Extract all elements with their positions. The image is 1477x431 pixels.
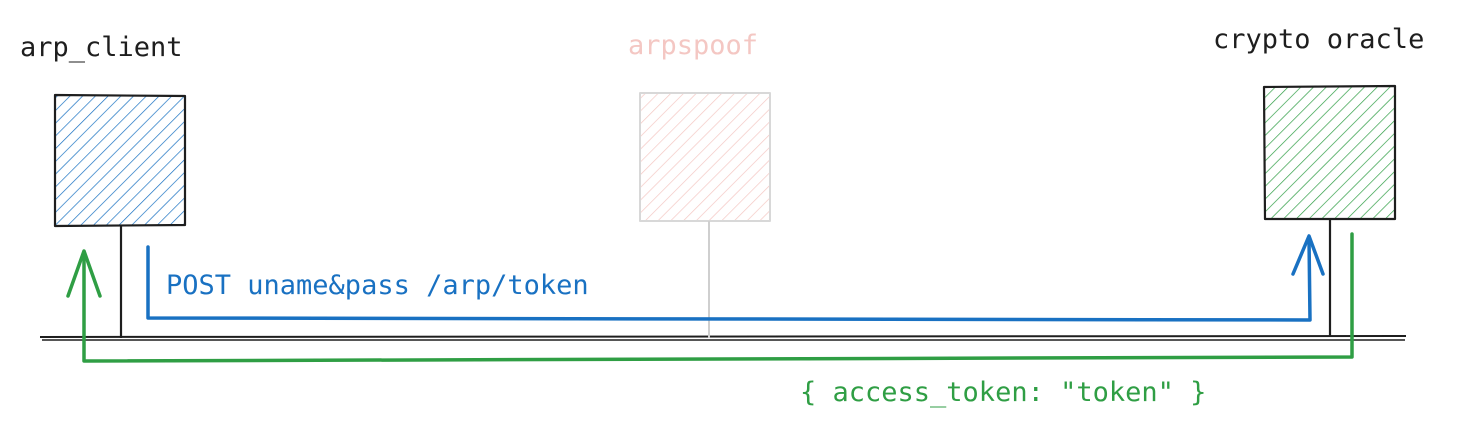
oracle-label: crypto oracle <box>1213 24 1425 55</box>
network-bus <box>39 335 1407 341</box>
spoof-box <box>640 93 770 221</box>
oracle-node <box>1262 84 1397 337</box>
response-arrow <box>66 232 1354 363</box>
request-arrow <box>146 234 1325 322</box>
spoof-label: arpspoof <box>628 30 759 61</box>
response-label: { access_token: "token" } <box>800 377 1207 408</box>
request-label: POST uname&pass /arp/token <box>166 270 589 301</box>
spoof-node <box>639 92 771 338</box>
client-box <box>55 95 185 225</box>
client-node <box>53 93 187 338</box>
oracle-box <box>1265 87 1395 219</box>
client-label: arp_client <box>20 32 183 63</box>
